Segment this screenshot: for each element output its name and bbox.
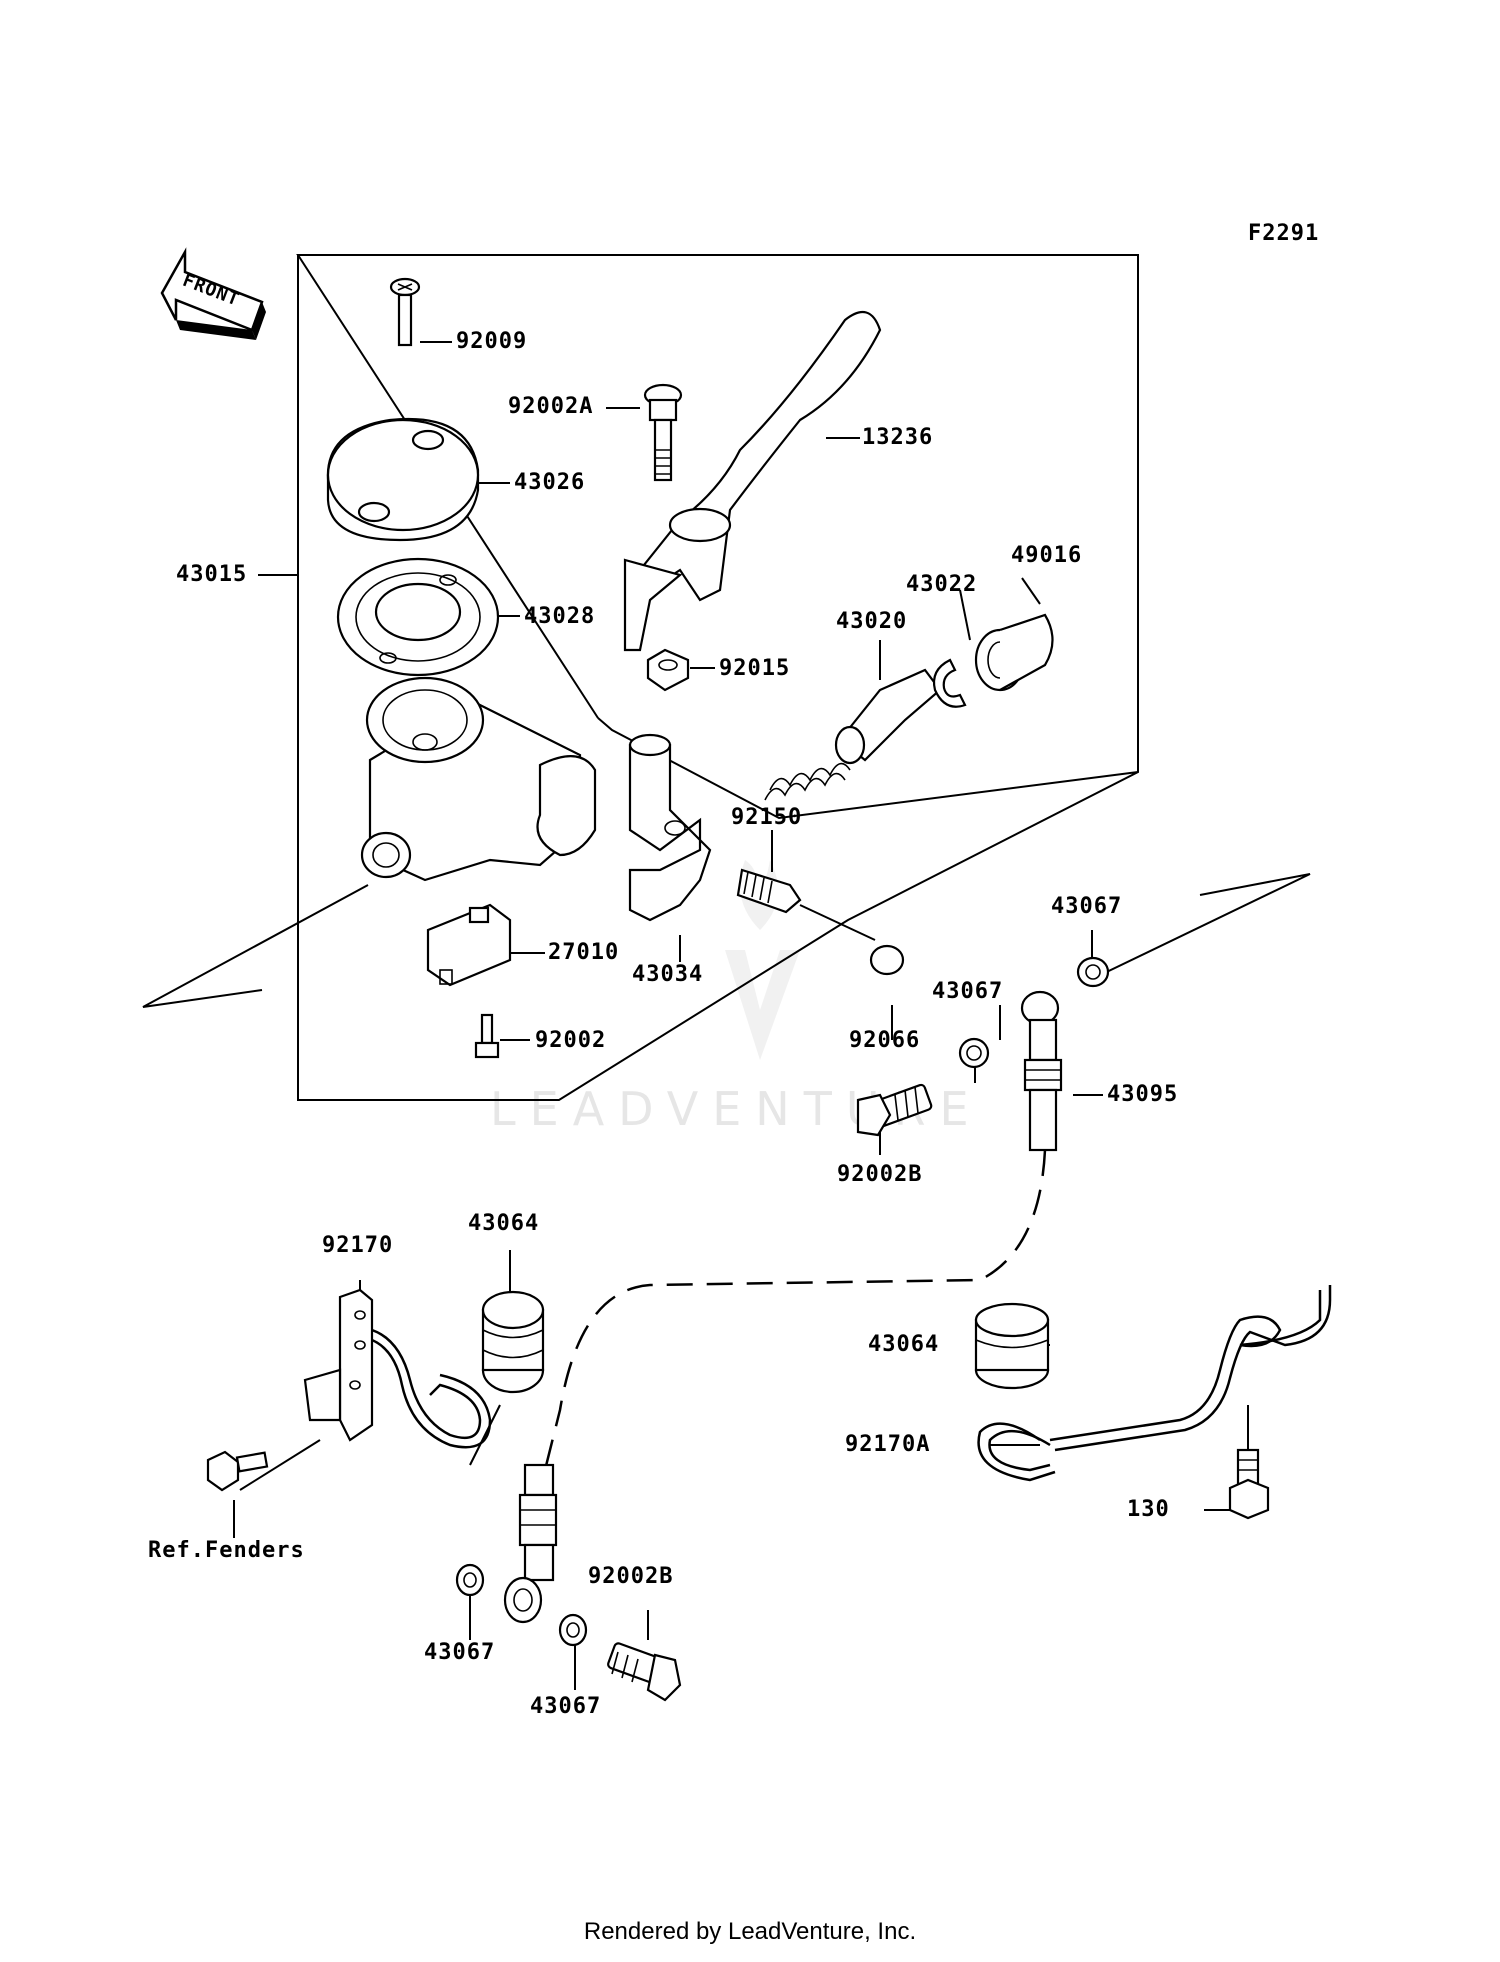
part-92170-bracket bbox=[303, 1288, 492, 1449]
label-43064-b: 43064 bbox=[868, 1332, 939, 1357]
label-92015: 92015 bbox=[719, 656, 790, 681]
label-43095: 43095 bbox=[1107, 1082, 1178, 1107]
part-27010-switch bbox=[426, 903, 512, 987]
label-27010: 27010 bbox=[548, 940, 619, 965]
part-43064-grommet-a bbox=[481, 1290, 545, 1394]
label-92066: 92066 bbox=[849, 1028, 920, 1053]
label-43028: 43028 bbox=[524, 604, 595, 629]
part-43028-diaphragm bbox=[336, 557, 500, 677]
label-43067-d: 43067 bbox=[530, 1694, 601, 1719]
part-43095-hose-top bbox=[1020, 990, 1063, 1152]
part-92002A-bolt bbox=[643, 383, 683, 482]
label-92009: 92009 bbox=[456, 329, 527, 354]
label-43022: 43022 bbox=[906, 572, 977, 597]
front-arrow-icon: FRONT bbox=[160, 247, 266, 340]
part-master-cylinder-body bbox=[360, 676, 597, 882]
part-92009-screw bbox=[389, 277, 421, 347]
part-43020-piston bbox=[764, 668, 942, 801]
part-130-bolt bbox=[1228, 1448, 1270, 1520]
part-43022-circlip bbox=[932, 658, 967, 708]
label-49016: 49016 bbox=[1011, 543, 1082, 568]
part-43067-washer-d bbox=[558, 1613, 588, 1647]
part-43026-cap bbox=[326, 418, 480, 542]
leader-lines bbox=[142, 341, 1311, 1690]
part-43067-washer-a bbox=[1076, 956, 1110, 988]
label-ref-fenders: Ref.Fenders bbox=[148, 1538, 305, 1563]
part-43095-hose-bottom bbox=[503, 1463, 558, 1624]
label-43067-c: 43067 bbox=[424, 1640, 495, 1665]
part-92066-cap bbox=[869, 944, 905, 976]
label-13236: 13236 bbox=[862, 425, 933, 450]
part-92002-screw bbox=[474, 1013, 500, 1059]
label-43034: 43034 bbox=[632, 962, 703, 987]
label-92170: 92170 bbox=[322, 1233, 393, 1258]
part-43067-washer-b bbox=[958, 1037, 990, 1069]
part-13236-lever bbox=[623, 310, 882, 652]
label-43064-a: 43064 bbox=[468, 1211, 539, 1236]
part-92150-bolt bbox=[736, 868, 876, 941]
brake-hose-dashed bbox=[543, 1149, 1047, 1471]
part-92002B-bolt-a bbox=[856, 1083, 933, 1137]
part-43064-grommet-b bbox=[974, 1302, 1050, 1390]
label-130: 130 bbox=[1127, 1497, 1170, 1522]
label-43067-b: 43067 bbox=[932, 979, 1003, 1004]
label-43026: 43026 bbox=[514, 470, 585, 495]
label-92170A: 92170A bbox=[845, 1432, 930, 1457]
label-43067-a: 43067 bbox=[1051, 894, 1122, 919]
label-92002B-a: 92002B bbox=[837, 1162, 922, 1187]
label-92002B-b: 92002B bbox=[588, 1564, 673, 1589]
label-43015: 43015 bbox=[176, 562, 247, 587]
label-43020: 43020 bbox=[836, 609, 907, 634]
label-92150: 92150 bbox=[731, 805, 802, 830]
part-92015-nut bbox=[646, 648, 690, 692]
figure-code: F2291 bbox=[1248, 221, 1319, 246]
label-92002: 92002 bbox=[535, 1028, 606, 1053]
part-92170A-clamp bbox=[977, 1285, 1332, 1482]
part-92002B-bolt-b bbox=[607, 1642, 682, 1702]
part-43034-holder bbox=[628, 733, 712, 922]
part-43067-washer-c bbox=[455, 1563, 485, 1597]
label-92002A: 92002A bbox=[508, 394, 593, 419]
part-49016-boot bbox=[974, 613, 1054, 692]
assembly-frame bbox=[296, 254, 1139, 1101]
footer-credit: Rendered by LeadVenture, Inc. bbox=[583, 1918, 917, 1945]
part-ref-fender-bolt bbox=[206, 1450, 269, 1492]
